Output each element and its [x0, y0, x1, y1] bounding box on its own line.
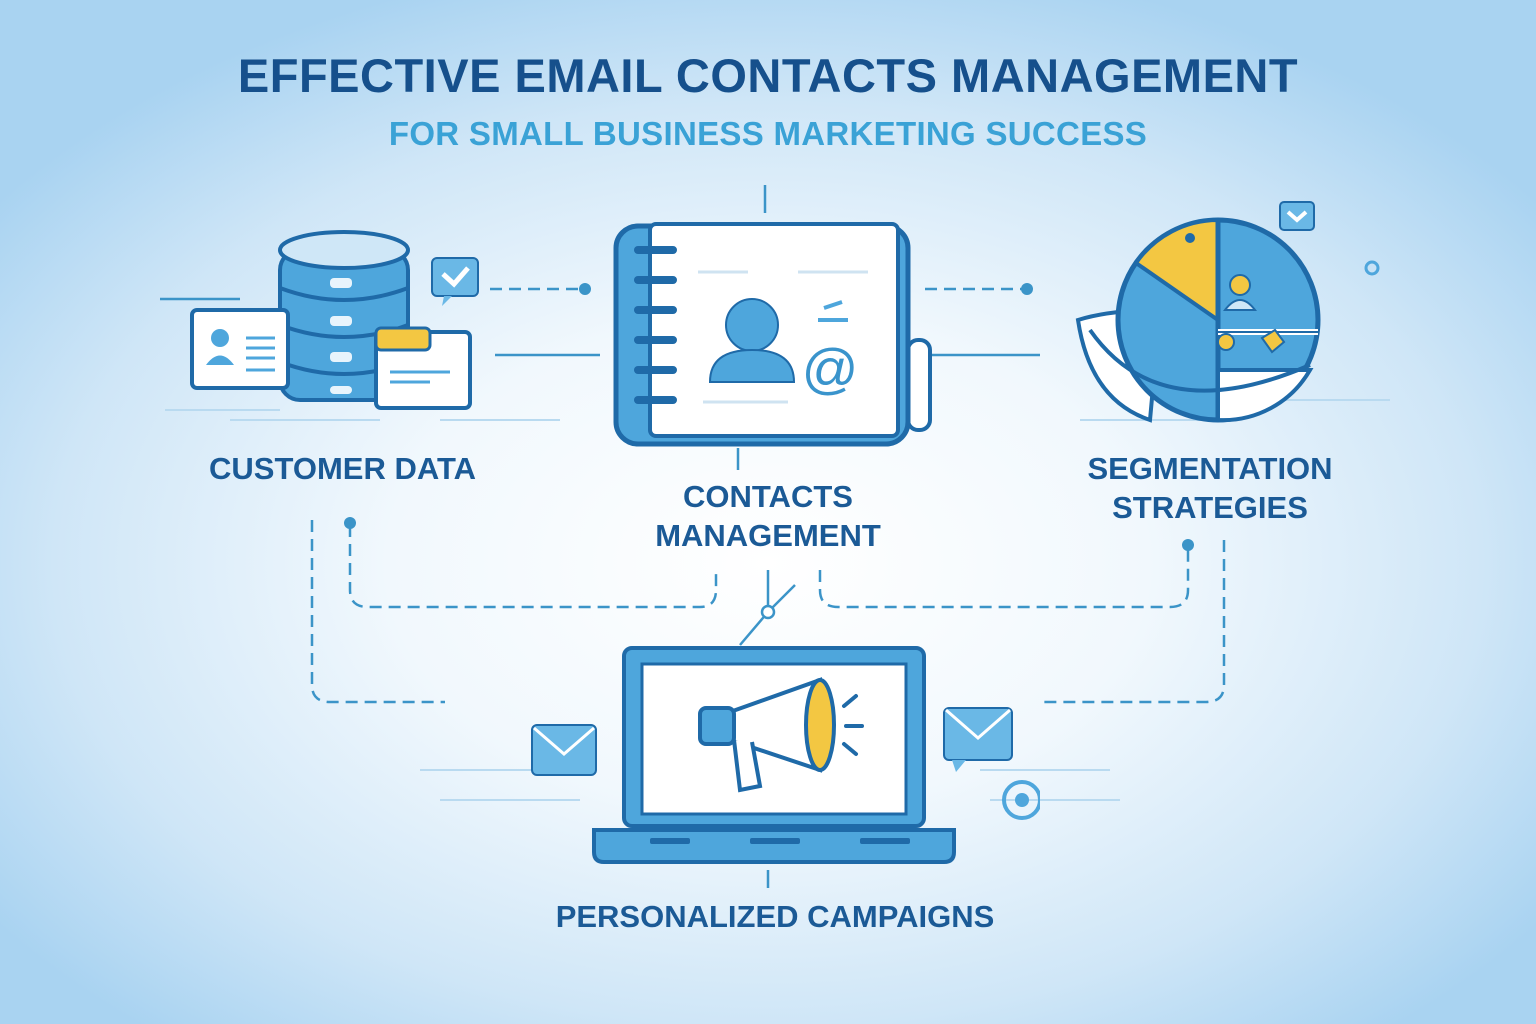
contacts-management-label-line2: MANAGEMENT — [655, 517, 881, 553]
address-book-icon: @ — [613, 222, 932, 447]
laptop-megaphone-icon — [531, 646, 1040, 864]
segmentation-label: SEGMENTATION STRATEGIES — [1050, 450, 1370, 528]
page-title: EFFECTIVE EMAIL CONTACTS MANAGEMENT — [237, 49, 1299, 102]
contacts-management-label: CONTACTS MANAGEMENT — [618, 478, 918, 556]
customer-data-label: CUSTOMER DATA — [209, 451, 476, 486]
contacts-management-label-line1: CONTACTS — [683, 479, 853, 514]
page-subtitle: FOR SMALL BUSINESS MARKETING SUCCESS — [388, 115, 1148, 152]
segmentation-label-line2: STRATEGIES — [1112, 489, 1308, 525]
segmentation-label-line1: SEGMENTATION — [1087, 451, 1333, 486]
database-icon — [190, 230, 479, 410]
personalized-campaigns-label: PERSONALIZED CAMPAIGNS — [555, 899, 995, 934]
svg-text:@: @ — [802, 337, 859, 400]
pie-segments-icon — [1075, 201, 1380, 423]
